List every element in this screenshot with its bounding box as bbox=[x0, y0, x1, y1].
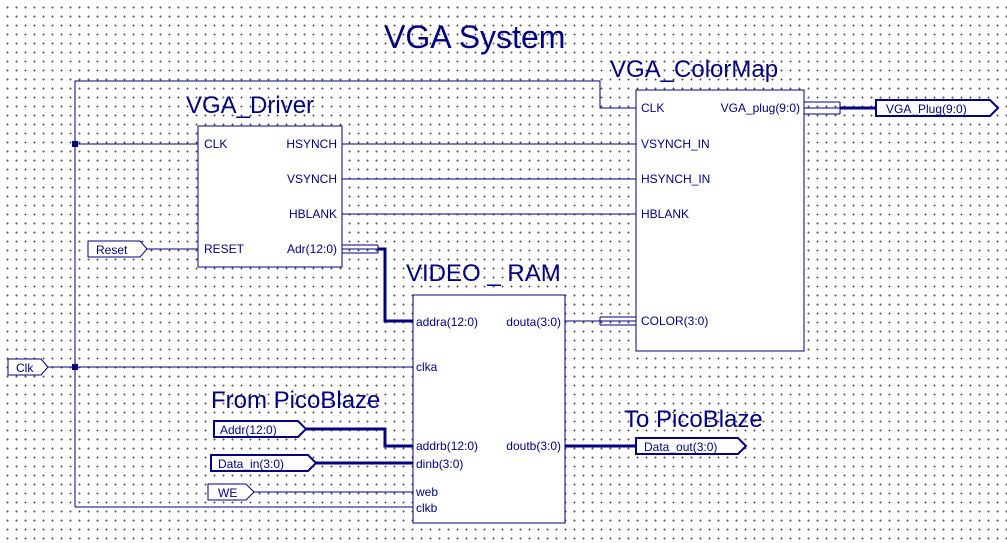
svg-text:WE: WE bbox=[218, 486, 237, 500]
vga-colormap-block[interactable]: CLK VGA_plug(9:0) VSYNCH_IN HSYNCH_IN HB… bbox=[635, 89, 805, 352]
svg-text:Addr(12:0): Addr(12:0) bbox=[220, 423, 277, 437]
video-ram-block[interactable]: addra(12:0) douta(3:0) clka addrb(12:0) … bbox=[412, 294, 566, 524]
pin-clk: CLK bbox=[204, 137, 227, 151]
svg-text:Clk: Clk bbox=[16, 361, 34, 375]
pin-reset: RESET bbox=[204, 242, 245, 256]
port-data-out[interactable]: Data_out(3:0) bbox=[635, 437, 748, 455]
pin-hsynch: HSYNCH bbox=[286, 137, 337, 151]
pin-addrb: addrb(12:0) bbox=[416, 439, 478, 453]
pin-vsynch: VSYNCH bbox=[287, 172, 337, 186]
vga-driver-label: VGA_Driver bbox=[186, 92, 314, 119]
pin-clkb: clkb bbox=[416, 501, 438, 515]
svg-text:Data_in(3:0): Data_in(3:0) bbox=[218, 457, 284, 471]
video-ram-label: VIDEO _ RAM bbox=[406, 260, 561, 287]
vga-driver-block[interactable]: CLK RESET HSYNCH VSYNCH HBLANK Adr(12:0) bbox=[197, 125, 343, 268]
pin-hblank: HBLANK bbox=[641, 207, 689, 221]
pin-vga-plug: VGA_plug(9:0) bbox=[721, 101, 800, 115]
port-clk[interactable]: Clk bbox=[7, 358, 49, 376]
port-vga-plug[interactable]: VGA_Plug(9:0) bbox=[875, 99, 1000, 117]
pin-clk: CLK bbox=[641, 101, 664, 115]
pin-hblank: HBLANK bbox=[289, 207, 337, 221]
signal-wires bbox=[147, 143, 636, 493]
pin-vsynch-in: VSYNCH_IN bbox=[641, 137, 710, 151]
pin-addra: addra(12:0) bbox=[416, 315, 478, 329]
pin-color: COLOR(3:0) bbox=[641, 314, 708, 328]
to-picoblaze-label: To PicoBlaze bbox=[624, 406, 763, 433]
svg-text:Reset: Reset bbox=[96, 243, 128, 257]
port-we[interactable]: WE bbox=[207, 483, 255, 501]
port-reset[interactable]: Reset bbox=[87, 240, 148, 258]
vga-colormap-label: VGA_ColorMap bbox=[610, 56, 778, 83]
junction-dot bbox=[72, 364, 78, 370]
clock-net bbox=[48, 80, 636, 508]
pin-douta: douta(3:0) bbox=[506, 315, 561, 329]
bus-wires bbox=[306, 101, 876, 465]
port-addr[interactable]: Addr(12:0) bbox=[213, 420, 308, 438]
pin-adr: Adr(12:0) bbox=[287, 242, 337, 256]
svg-text:VGA_Plug(9:0): VGA_Plug(9:0) bbox=[886, 102, 967, 116]
pin-hsynch-in: HSYNCH_IN bbox=[641, 172, 710, 186]
diagram-title: VGA System bbox=[384, 19, 565, 55]
pin-doutb: doutb(3:0) bbox=[506, 439, 561, 453]
pin-clka: clka bbox=[416, 360, 438, 374]
pin-dinb: dinb(3:0) bbox=[416, 457, 463, 471]
from-picoblaze-label: From PicoBlaze bbox=[211, 387, 380, 414]
junction-dot bbox=[72, 141, 78, 147]
pin-web: web bbox=[415, 485, 438, 499]
svg-text:Data_out(3:0): Data_out(3:0) bbox=[644, 440, 717, 454]
port-data-in[interactable]: Data_in(3:0) bbox=[210, 454, 318, 472]
